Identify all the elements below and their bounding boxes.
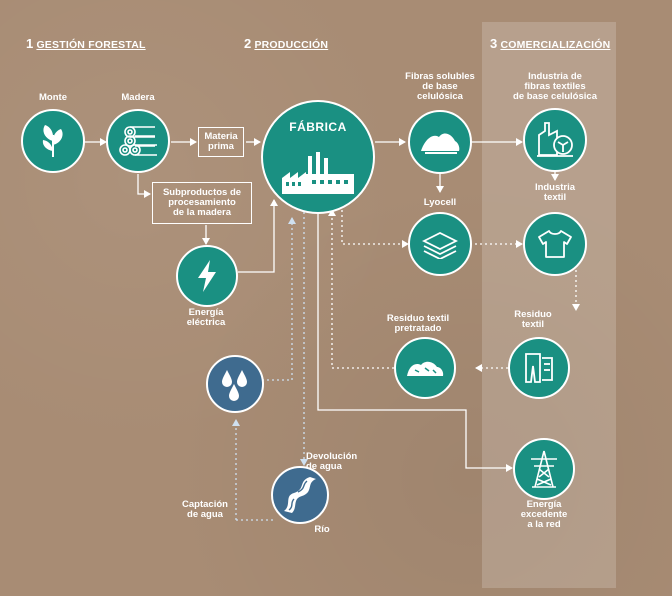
fibras-solubles-node — [408, 110, 472, 174]
clothing-waste-icon — [525, 353, 553, 383]
fibras-solubles-label: Fibras solubles de base celulósica — [405, 71, 475, 102]
residuo-textil-node — [508, 337, 570, 399]
rio-label: Río — [314, 524, 330, 535]
materia-prima-box: Materia prima — [198, 127, 244, 157]
pulp-icon — [421, 133, 460, 154]
arrow-fabrica-energia-red — [317, 205, 513, 472]
agua-node — [206, 355, 264, 413]
subproductos-box: Subproductos de procesamiento de la made… — [152, 182, 252, 224]
rio-node — [271, 466, 329, 524]
arrow-energia-fabrica — [238, 199, 278, 273]
madera-label: Madera — [121, 92, 155, 103]
monte-node — [21, 109, 85, 173]
tshirt-icon — [538, 230, 572, 258]
water-drops-icon — [222, 370, 247, 401]
logs-icon — [119, 126, 157, 156]
treated-waste-icon — [407, 361, 444, 376]
industria-fibras-node — [523, 108, 587, 172]
industria-textil-label: Industria textil — [534, 182, 576, 203]
residuo-pretratado-node — [394, 337, 456, 399]
monte-label: Monte — [39, 92, 67, 103]
arrow-fabrica-lyocell — [341, 200, 409, 248]
residuo-textil-label: Residuo textil — [514, 309, 552, 330]
industria-fibras-label: Industria de fibras textiles de base cel… — [513, 71, 597, 102]
energia-excedente-node — [513, 438, 575, 500]
fabrica-node: FÁBRICA — [261, 100, 375, 214]
arrow-madera-subproductos — [137, 174, 151, 198]
fiber-industry-icon — [537, 122, 573, 157]
lyocell-node — [408, 212, 472, 276]
energia-excedente-label: Energía excedente a la red — [520, 499, 568, 530]
lightning-icon — [198, 260, 216, 292]
energia-electrica-node — [176, 245, 238, 307]
lyocell-label: Lyocell — [423, 197, 457, 208]
madera-node — [106, 109, 170, 173]
fabric-layers-icon — [421, 231, 459, 259]
arrow-agua-fabrica — [262, 217, 296, 381]
devolucion-label: Devolución de agua — [306, 451, 358, 472]
arrow-pretratado-fabrica — [328, 209, 394, 369]
residuo-pretratado-label: Residuo textil pretratado — [386, 313, 450, 334]
tree-icon — [42, 125, 63, 157]
captacion-label: Captación de agua — [182, 499, 228, 520]
factory-icon — [282, 152, 354, 194]
fabrica-title: FÁBRICA — [289, 120, 347, 134]
industria-textil-node — [523, 212, 587, 276]
power-tower-icon — [531, 450, 557, 488]
energia-electrica-label: Energía eléctrica — [186, 307, 226, 328]
river-icon — [284, 477, 316, 513]
